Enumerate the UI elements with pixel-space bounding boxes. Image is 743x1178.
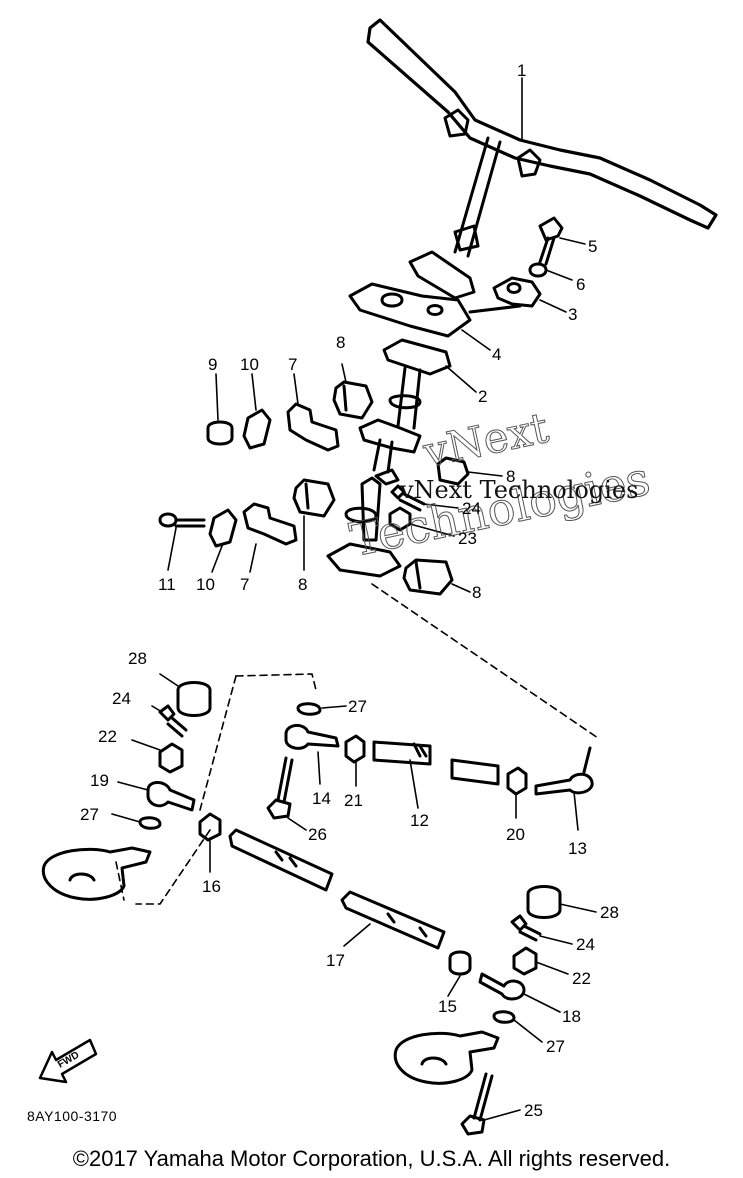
callout: 14	[312, 789, 331, 808]
tie-rod-tube	[450, 758, 500, 786]
callout: 2	[478, 387, 487, 406]
callout: 4	[492, 345, 501, 364]
callout: 24	[462, 499, 481, 518]
callout: 5	[588, 237, 597, 256]
fwd-label: FWD	[56, 1050, 81, 1071]
drag-link	[340, 890, 446, 950]
callout: 7	[240, 575, 249, 594]
callout: 25	[524, 1101, 543, 1120]
callout: 12	[410, 811, 429, 830]
bolt	[158, 512, 206, 528]
handlebar	[366, 18, 718, 300]
drag-link	[228, 828, 334, 892]
callout: 27	[546, 1037, 565, 1056]
upper-bracket	[348, 282, 472, 338]
callout: 3	[568, 305, 577, 324]
callout: 18	[562, 1007, 581, 1026]
washer	[138, 816, 162, 830]
damper	[332, 380, 374, 420]
cap	[176, 681, 212, 717]
nut	[198, 812, 222, 842]
bolt	[158, 704, 188, 738]
nut	[506, 766, 528, 796]
tie-rod-end	[478, 972, 526, 1001]
nut	[344, 734, 366, 764]
tie-rod-end	[284, 724, 340, 750]
tie-rod-end	[146, 781, 196, 812]
callout: 6	[576, 275, 585, 294]
steering-column	[326, 338, 452, 578]
callout: 26	[308, 825, 327, 844]
cap	[206, 420, 234, 446]
callout: 13	[568, 839, 587, 858]
bolt	[510, 914, 542, 942]
plate	[208, 508, 238, 548]
callout: 11	[158, 575, 176, 594]
callout: 7	[288, 355, 297, 374]
callout: 24	[576, 935, 595, 954]
callout: 9	[208, 355, 217, 374]
callout: 8	[472, 583, 481, 602]
knuckle	[393, 1030, 500, 1085]
copyright-notice: ©2017 Yamaha Motor Corporation, U.S.A. A…	[72, 1146, 671, 1171]
callout: 21	[344, 791, 363, 810]
forward-arrow-icon	[38, 1038, 98, 1084]
callout: 27	[80, 805, 99, 824]
callout: 8	[298, 575, 307, 594]
bolt	[538, 216, 564, 266]
nut	[512, 946, 538, 976]
bolt	[460, 1072, 494, 1136]
leader-line	[115, 583, 599, 905]
bolt	[266, 756, 294, 820]
nut	[448, 950, 472, 976]
clamp	[286, 402, 340, 452]
callout: 17	[326, 951, 345, 970]
diagram-code: 8AY100-3170	[27, 1108, 118, 1124]
callout: 23	[458, 529, 477, 548]
cap	[526, 885, 562, 919]
watermark-line-1: vNext	[418, 403, 552, 477]
callout: 19	[90, 771, 109, 790]
callout: 10	[196, 575, 215, 594]
callout: 8	[506, 467, 515, 486]
damper	[292, 478, 336, 518]
callout: 28	[600, 903, 619, 922]
washer	[492, 1010, 516, 1024]
callout: 8	[336, 333, 345, 352]
callout: 15	[438, 997, 457, 1016]
callout: 28	[128, 649, 147, 668]
callouts: 1 5 6 3 4 2 9 10 7 8 8 24 23 11 10 7 8 8…	[80, 61, 619, 1120]
watermark-overlay: vNext Technologies	[399, 476, 638, 504]
tie-rod-end	[534, 746, 594, 796]
watermark-line-2: Technologies	[345, 451, 654, 567]
handlebar-holder	[468, 276, 542, 314]
plate	[242, 408, 272, 450]
callout: 16	[202, 877, 221, 896]
callout: 22	[572, 969, 591, 988]
damper	[402, 558, 454, 596]
callout: 20	[506, 825, 525, 844]
callout: 22	[98, 727, 117, 746]
callout: 24	[112, 689, 131, 708]
tie-rod-tube	[372, 740, 432, 766]
callout: 1	[517, 61, 526, 80]
washer	[296, 702, 322, 716]
knuckle	[41, 846, 152, 901]
callout: 10	[240, 355, 259, 374]
clamp	[242, 502, 298, 546]
washer	[528, 262, 548, 278]
damper	[436, 456, 470, 486]
bolt	[390, 484, 426, 512]
callout: 27	[348, 697, 367, 716]
leader-lines	[111, 77, 597, 1121]
nut	[158, 742, 184, 774]
